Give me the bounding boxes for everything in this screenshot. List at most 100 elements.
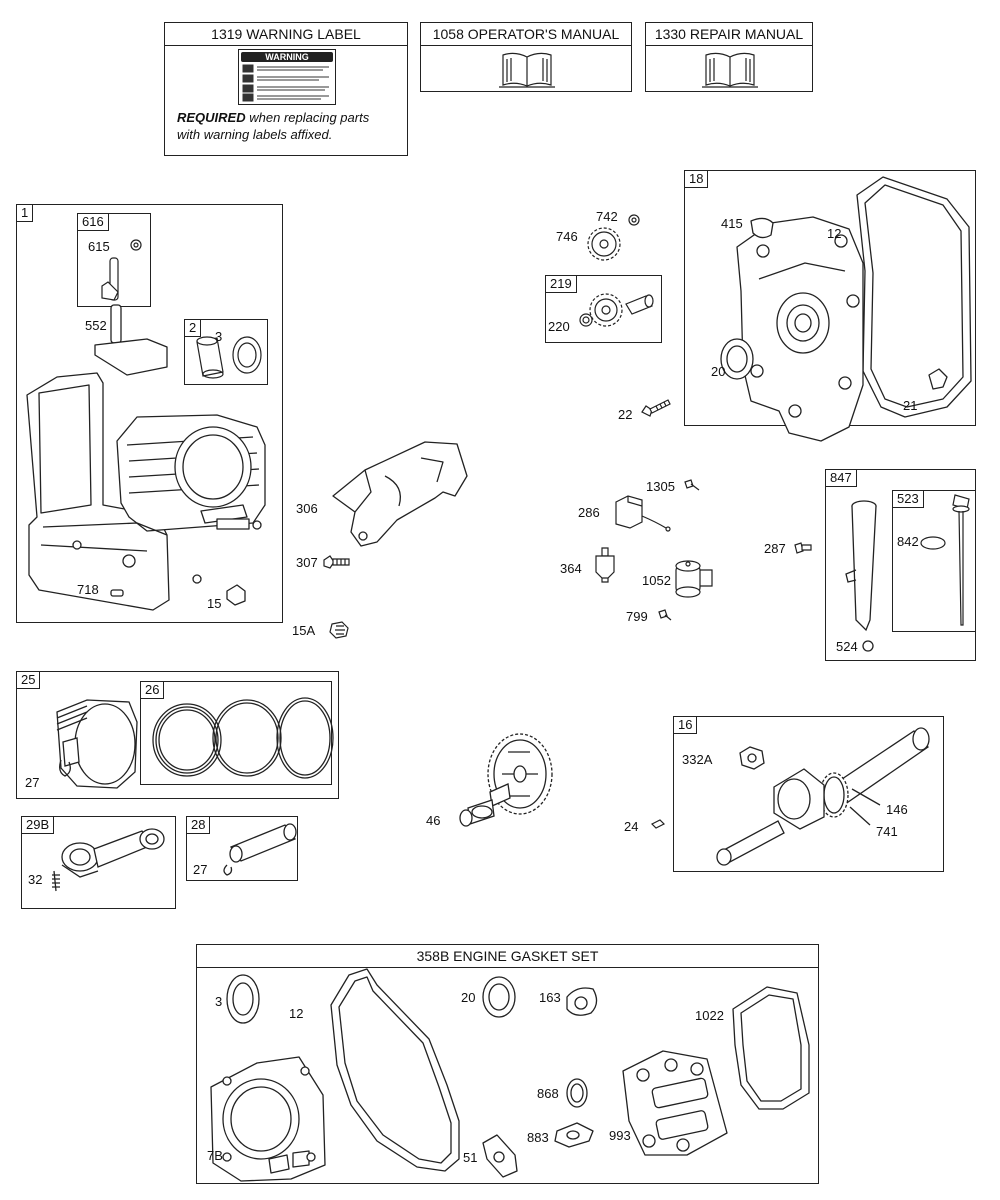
label-306: 306 — [296, 501, 318, 516]
label-364: 364 — [560, 561, 582, 576]
group-16-crankshaft: 16 332A 146 741 — [673, 716, 944, 872]
group-523-dipstick: 523 842 — [892, 490, 976, 632]
solenoid-1052-drawing — [670, 556, 718, 606]
label-552: 552 — [85, 318, 107, 333]
plug-15a-drawing — [328, 620, 352, 640]
group-847-dipstick-tube: 847 524 523 842 — [825, 469, 976, 661]
group-25-piston: 25 27 26 — [16, 671, 339, 799]
group-28-wrist-pin: 28 27 — [186, 816, 298, 881]
group-1-tag: 1 — [16, 204, 34, 222]
crankshaft-drawing — [674, 717, 945, 873]
group-616-breather: 616 615 — [77, 213, 151, 307]
group-219-governor: 219 220 — [545, 275, 662, 343]
screw-287-drawing — [793, 541, 813, 555]
camshaft-drawing — [446, 732, 566, 842]
group-847-tag: 847 — [825, 469, 857, 487]
group-26-tag: 26 — [140, 681, 165, 699]
operators-manual-title: 1058 OPERATOR'S MANUAL — [421, 23, 631, 46]
label-21: 21 — [903, 398, 918, 413]
governor-gear-drawing — [546, 276, 663, 344]
group-2-bushing: 2 3 — [184, 319, 268, 385]
sensor-364-drawing — [592, 546, 620, 584]
gasket-set-title: 358B ENGINE GASKET SET — [197, 945, 818, 968]
group-616-tag: 616 — [77, 213, 109, 231]
piston-drawing — [17, 672, 147, 800]
label-20-gasket: 20 — [461, 990, 476, 1005]
label-163: 163 — [539, 990, 561, 1005]
warning-required-note: REQUIRED when replacing parts with warni… — [177, 109, 369, 143]
repair-manual-box: 1330 REPAIR MANUAL — [645, 22, 813, 92]
required-word: REQUIRED — [177, 110, 246, 125]
label-46: 46 — [426, 813, 441, 828]
label-286: 286 — [578, 505, 600, 520]
label-415: 415 — [721, 216, 743, 231]
label-307: 307 — [296, 555, 318, 570]
label-146: 146 — [886, 802, 908, 817]
bushing-and-seal-drawing — [185, 320, 269, 386]
screw-1305-drawing — [683, 478, 701, 494]
group-18-crankcase-cover: 18 415 12 20 21 — [684, 170, 976, 426]
diode-286-drawing — [612, 492, 672, 536]
label-524: 524 — [836, 639, 858, 654]
gasket-set-box: 358B ENGINE GASKET SET — [196, 944, 819, 1184]
crankcase-cover-drawing — [685, 171, 977, 427]
book-icon — [700, 49, 760, 89]
warning-decal-text-lines — [239, 63, 335, 103]
breather-tube-drawing — [78, 214, 152, 308]
book-icon — [497, 49, 557, 89]
label-51: 51 — [463, 1150, 478, 1165]
label-3-gasket: 3 — [215, 994, 223, 1009]
label-883: 883 — [527, 1130, 549, 1145]
label-220: 220 — [548, 319, 570, 334]
group-28-tag: 28 — [186, 816, 211, 834]
label-1022: 1022 — [695, 1008, 724, 1023]
label-993: 993 — [609, 1128, 631, 1143]
group-29b-tag: 29B — [21, 816, 55, 834]
label-27: 27 — [25, 775, 40, 790]
label-287: 287 — [764, 541, 786, 556]
piston-rings-drawing — [141, 682, 333, 786]
bolt-22-drawing — [640, 398, 672, 418]
screw-799-drawing — [657, 608, 673, 622]
warning-decal: WARNING — [238, 49, 336, 105]
group-219-tag: 219 — [545, 275, 577, 293]
group-29b-connecting-rod: 29B 32 — [21, 816, 176, 909]
required-rest: when replacing parts — [249, 110, 370, 125]
gasket-set-drawing — [197, 945, 820, 1185]
group-1-cylinder: 1 616 615 2 3 552 — [16, 204, 283, 623]
cylinder-block-drawing — [17, 205, 284, 624]
cam-gear-746-drawing — [582, 210, 652, 270]
label-718: 718 — [77, 582, 99, 597]
label-15: 15 — [207, 596, 222, 611]
label-799: 799 — [626, 609, 648, 624]
label-1052: 1052 — [642, 573, 671, 588]
warning-label-box: 1319 WARNING LABEL WARNING REQUIRED when… — [164, 22, 408, 156]
label-3: 3 — [215, 329, 223, 344]
label-868: 868 — [537, 1086, 559, 1101]
connecting-rod-drawing — [22, 817, 177, 910]
label-842: 842 — [897, 534, 919, 549]
label-22: 22 — [618, 407, 633, 422]
label-15a: 15A — [292, 623, 316, 638]
group-2-tag: 2 — [184, 319, 202, 337]
label-742: 742 — [596, 209, 618, 224]
label-12: 12 — [827, 226, 842, 241]
required-line2: with warning labels affixed. — [177, 127, 333, 142]
label-7b: 7B — [207, 1148, 223, 1163]
key-24-drawing — [650, 818, 666, 830]
label-615: 615 — [88, 239, 110, 254]
label-27-clip: 27 — [193, 862, 208, 877]
screw-307-drawing — [322, 554, 352, 572]
label-24: 24 — [624, 819, 639, 834]
group-26-rings: 26 — [140, 681, 332, 785]
cylinder-shroud-drawing — [325, 436, 475, 556]
warning-decal-heading: WARNING — [241, 52, 333, 62]
warning-label-title: 1319 WARNING LABEL — [165, 23, 407, 46]
dipstick-tube-drawing — [826, 470, 977, 662]
label-32: 32 — [28, 872, 43, 887]
label-1305: 1305 — [646, 479, 675, 494]
group-523-tag: 523 — [892, 490, 924, 508]
dipstick-drawing — [893, 491, 977, 633]
label-332a: 332A — [682, 752, 713, 767]
operators-manual-box: 1058 OPERATOR'S MANUAL — [420, 22, 632, 92]
